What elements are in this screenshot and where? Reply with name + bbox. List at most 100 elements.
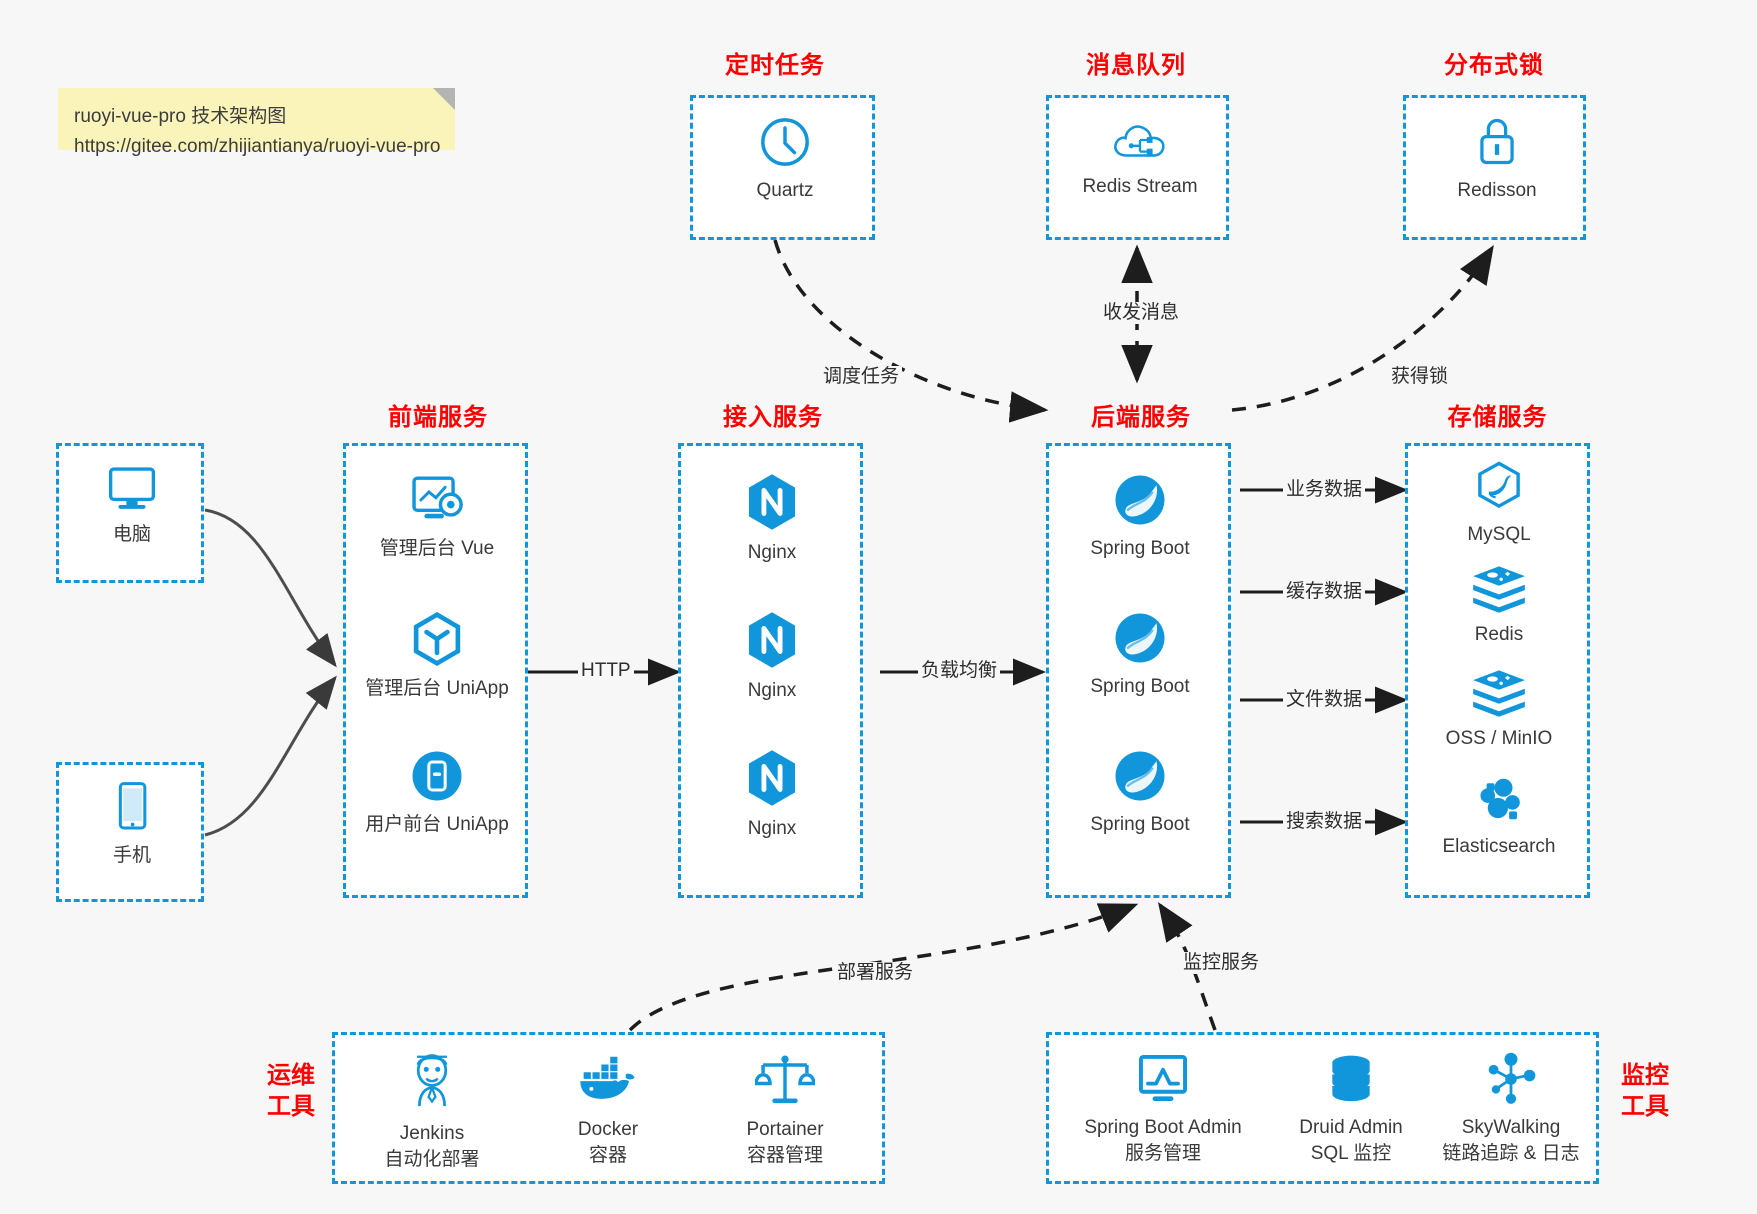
group-title-monitor-line2: 工具 — [1621, 1093, 1669, 1120]
group-box-mq: Redis Stream — [1046, 95, 1229, 240]
group-title-lock: 分布式锁 — [1444, 52, 1544, 79]
node-mysql[interactable]: MySQL — [1424, 460, 1574, 548]
spring-leaf-icon — [1115, 475, 1165, 525]
node-label: Spring Boot — [1090, 676, 1190, 697]
group-box-devops: Jenkins 自动化部署 Docker 容器 — [332, 1032, 885, 1184]
group-title-scheduler: 定时任务 — [725, 52, 825, 79]
nginx-icon — [748, 750, 796, 806]
node-label: Nginx — [747, 542, 797, 563]
group-box-scheduler: Quartz — [690, 95, 875, 240]
node-label: Portainer — [746, 1119, 824, 1140]
node-label: 管理后台 Vue — [379, 538, 495, 559]
redis-stack-icon — [1473, 670, 1525, 717]
group-box-storage: MySQL Redis OSS / MinIO — [1405, 443, 1590, 898]
node-label: Jenkins — [399, 1123, 465, 1144]
node-jenkins[interactable]: Jenkins 自动化部署 — [357, 1051, 507, 1173]
node-redisson[interactable]: Redisson — [1422, 114, 1572, 204]
redis-stack-icon — [1473, 566, 1525, 613]
node-label: Druid Admin — [1299, 1117, 1403, 1138]
node-label: Quartz — [756, 180, 814, 201]
node-docker[interactable]: Docker 容器 — [533, 1051, 683, 1169]
node-label: Docker — [577, 1119, 639, 1140]
edge-label-deploy-service: 部署服务 — [834, 962, 917, 984]
node-spring-boot-admin[interactable]: Spring Boot Admin 服务管理 — [1063, 1051, 1263, 1167]
node-desktop[interactable]: 电脑 — [58, 460, 206, 548]
nginx-icon — [748, 612, 796, 668]
nginx-icon — [748, 474, 796, 530]
node-label: Spring Boot — [1090, 538, 1190, 559]
docker-whale-icon — [580, 1056, 635, 1099]
group-title-devops-line1: 运维 — [267, 1062, 315, 1089]
client-box-phone: 手机 — [56, 762, 204, 902]
node-label: 管理后台 UniApp — [365, 678, 509, 699]
group-title-frontend: 前端服务 — [388, 404, 488, 431]
node-admin-vue[interactable]: 管理后台 Vue — [362, 472, 512, 562]
clock-icon — [761, 118, 809, 166]
node-label: 手机 — [112, 845, 151, 866]
node-oss-minio[interactable]: OSS / MinIO — [1424, 668, 1574, 752]
node-sublabel: 容器管理 — [746, 1145, 823, 1166]
lock-icon — [1480, 118, 1514, 165]
node-sublabel: 自动化部署 — [384, 1149, 480, 1170]
edge-label-search-data: 搜索数据 — [1283, 811, 1366, 833]
node-sublabel: 链路追踪 & 日志 — [1442, 1143, 1580, 1164]
note-line-2: https://gitee.com/zhijiantianya/ruoyi-vu… — [74, 136, 441, 157]
node-portainer[interactable]: Portainer 容器管理 — [705, 1051, 865, 1169]
node-label: Spring Boot — [1090, 814, 1190, 835]
node-nginx-3[interactable]: Nginx — [697, 748, 847, 842]
node-label: Redisson — [1457, 180, 1537, 201]
note-line-1: ruoyi-vue-pro 技术架构图 — [74, 106, 287, 127]
node-sublabel: 服务管理 — [1124, 1143, 1201, 1164]
node-nginx-1[interactable]: Nginx — [697, 472, 847, 566]
monitor-chart-icon — [1138, 1054, 1188, 1102]
edge-label-acquire-lock: 获得锁 — [1388, 366, 1452, 388]
node-sublabel: SQL 监控 — [1310, 1143, 1392, 1164]
group-title-devops-line2: 工具 — [267, 1093, 315, 1120]
node-user-uniapp[interactable]: 用户前台 UniApp — [362, 748, 512, 838]
node-label: MySQL — [1467, 524, 1531, 545]
node-label: Elasticsearch — [1442, 836, 1556, 857]
mobile-app-icon — [412, 751, 462, 801]
group-title-gateway: 接入服务 — [723, 404, 823, 431]
edge-label-send-receive-message: 收发消息 — [1100, 302, 1183, 324]
edge-label-cache-data: 缓存数据 — [1283, 581, 1366, 603]
jenkins-butler-icon — [416, 1054, 448, 1107]
node-sublabel: 容器 — [588, 1145, 627, 1166]
node-label: Nginx — [747, 818, 797, 839]
node-springboot-1[interactable]: Spring Boot — [1065, 472, 1215, 562]
mysql-dolphin-icon — [1478, 461, 1520, 509]
group-box-gateway: Nginx Nginx Nginx — [678, 443, 863, 898]
node-label: OSS / MinIO — [1445, 728, 1553, 749]
node-nginx-2[interactable]: Nginx — [697, 610, 847, 704]
group-box-backend: Spring Boot Spring Boot Spring Boot — [1046, 443, 1231, 898]
edge-label-business-data: 业务数据 — [1283, 479, 1366, 501]
scales-icon — [755, 1055, 815, 1104]
spring-leaf-icon — [1115, 751, 1165, 801]
phone-icon — [118, 782, 147, 830]
node-quartz[interactable]: Quartz — [710, 114, 860, 204]
group-title-devops: 运维 工具 — [258, 1060, 324, 1122]
node-label: Redis — [1474, 624, 1524, 645]
node-springboot-3[interactable]: Spring Boot — [1065, 748, 1215, 838]
node-redis[interactable]: Redis — [1424, 564, 1574, 648]
node-springboot-2[interactable]: Spring Boot — [1065, 610, 1215, 700]
node-label: 电脑 — [112, 524, 151, 545]
edge-label-schedule-task: 调度任务 — [820, 366, 903, 388]
group-box-monitor: Spring Boot Admin 服务管理 Druid Admin SQL 监… — [1046, 1032, 1599, 1184]
database-icon — [1332, 1055, 1370, 1102]
desktop-icon — [108, 467, 156, 509]
edge-label-load-balance: 负载均衡 — [918, 660, 1001, 682]
group-title-mq: 消息队列 — [1086, 52, 1186, 79]
node-admin-uniapp[interactable]: 管理后台 UniApp — [362, 610, 512, 702]
node-druid-admin[interactable]: Druid Admin SQL 监控 — [1271, 1051, 1431, 1167]
node-skywalking[interactable]: SkyWalking 链路追踪 & 日志 — [1421, 1051, 1601, 1167]
node-label: 用户前台 UniApp — [365, 814, 509, 835]
node-phone[interactable]: 手机 — [58, 779, 206, 869]
group-box-frontend: 管理后台 Vue 管理后台 UniApp 用户前台 UniApp — [343, 443, 528, 898]
node-redis-stream[interactable]: Redis Stream — [1065, 114, 1215, 200]
dashboard-gear-icon — [412, 476, 463, 519]
node-elasticsearch[interactable]: Elasticsearch — [1424, 772, 1574, 860]
note-fold-corner — [433, 88, 455, 110]
cloud-stream-icon — [1114, 125, 1165, 157]
